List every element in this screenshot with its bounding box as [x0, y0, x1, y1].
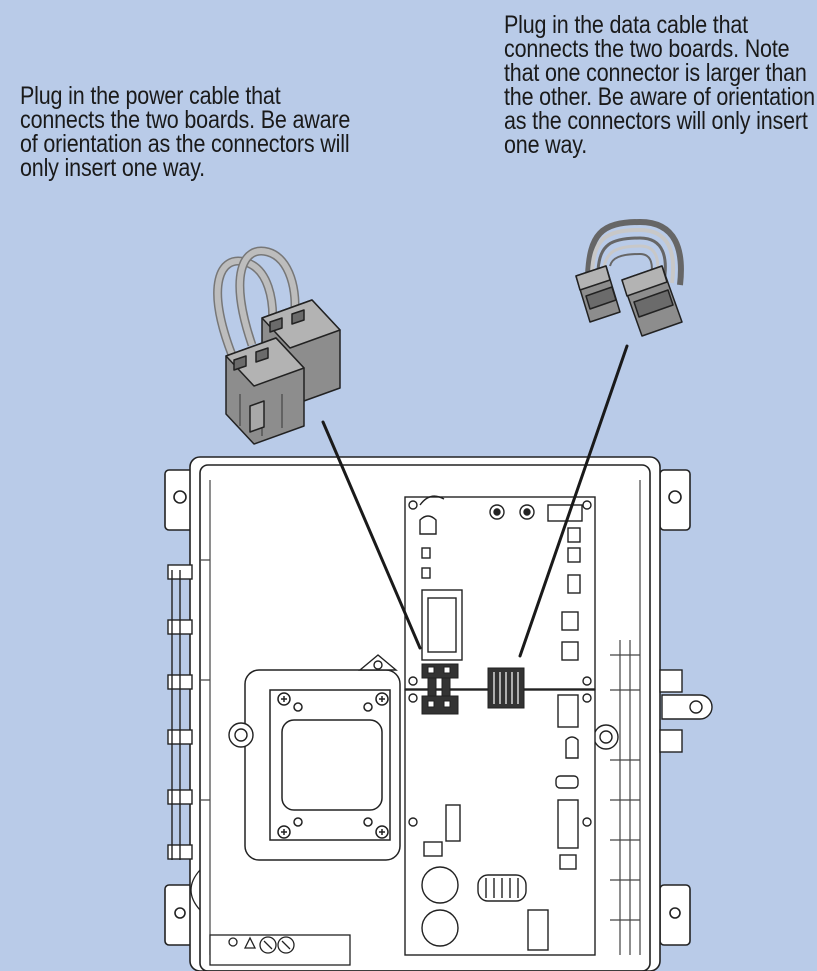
internal-ribs	[200, 480, 641, 955]
board-connectors	[421, 663, 525, 715]
power-cable-instruction: Plug in the power cable that connects th…	[20, 82, 351, 182]
power-connector-socket	[421, 663, 459, 715]
data-leader-line	[518, 344, 629, 658]
latch	[659, 669, 713, 753]
upper-circuit-board	[404, 495, 596, 690]
power-cable-connector-icon	[213, 246, 341, 445]
ribbon-data-cable-icon	[575, 219, 684, 337]
standoff-bosses	[228, 654, 619, 750]
lower-circuit-board	[404, 689, 596, 956]
power-leader-line	[321, 420, 422, 650]
transformer	[244, 669, 401, 861]
leader-lines	[321, 344, 629, 658]
bottom-terminals	[190, 869, 351, 966]
hinge-tabs	[167, 564, 193, 860]
data-cable-instruction: Plug in the data cable that connects the…	[504, 11, 815, 159]
data-connector-socket	[487, 667, 525, 709]
